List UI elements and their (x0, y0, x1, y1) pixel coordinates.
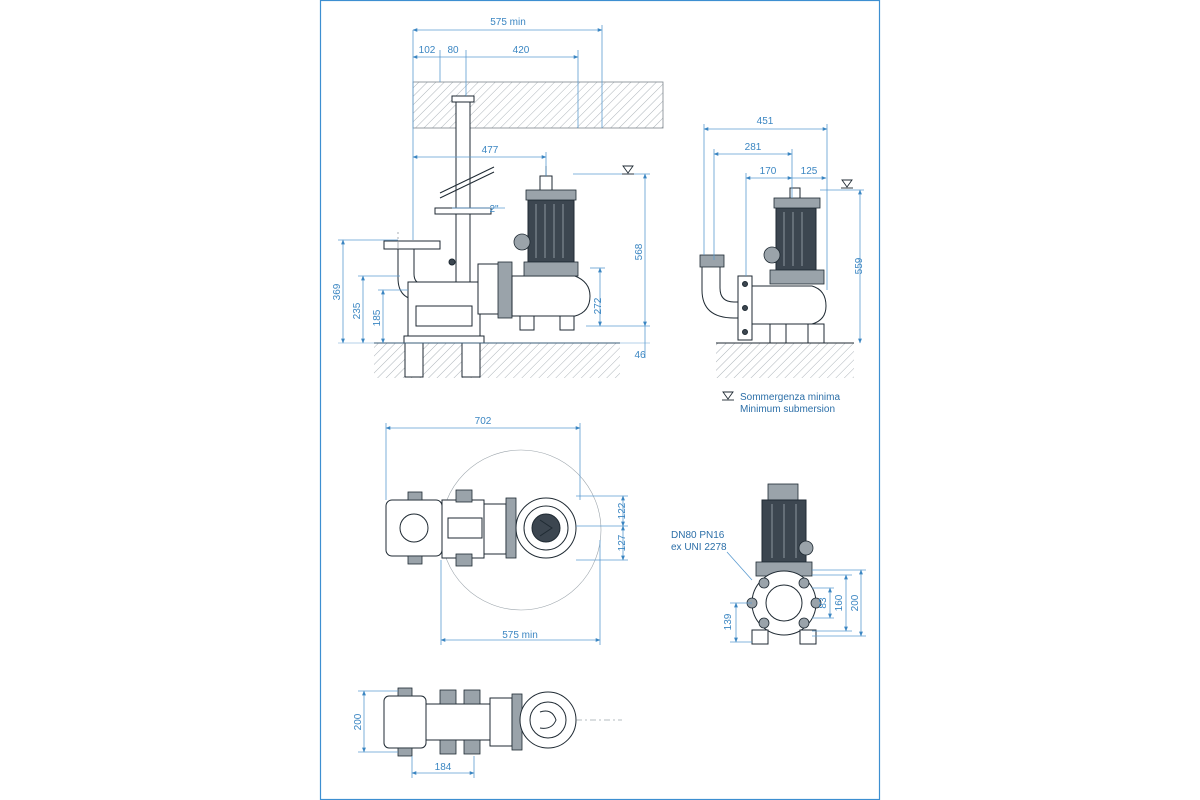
dim-125: 125 (801, 166, 818, 177)
bottom-view: 200 184 (353, 687, 622, 778)
dim-420: 420 (513, 45, 530, 56)
dim-160: 160 (834, 594, 845, 611)
dim-575-min-plan: 575 min (502, 630, 538, 641)
dim-281: 281 (745, 142, 762, 153)
dim-200: 200 (850, 594, 861, 611)
plan-view: 702 122 127 575 min (385, 416, 628, 645)
pump-motor (527, 199, 575, 263)
submersion-marker-side (622, 165, 634, 174)
dim-272: 272 (593, 297, 604, 314)
dim-170: 170 (760, 166, 777, 177)
legend-submersion-icon (722, 391, 734, 400)
flange-spec-line-1: DN80 PN16 (671, 530, 725, 541)
front-view: 451 281 170 125 559 (699, 116, 865, 378)
dim-127: 127 (617, 534, 628, 551)
bottom-flange (383, 695, 427, 749)
dim-200-bottom: 200 (353, 713, 364, 730)
dim-184: 184 (435, 762, 452, 773)
submersion-legend: Sommergenza minima Minimum submersion (722, 391, 840, 415)
dim-83: 83 (818, 597, 829, 609)
dim-46: 46 (634, 350, 646, 361)
dim-575-min-top: 575 min (490, 17, 526, 28)
ceiling-slab (412, 81, 664, 129)
dim-702: 702 (475, 416, 492, 427)
flange-spec-line-2: ex UNI 2278 (671, 542, 727, 553)
front-discharge-bend (701, 261, 739, 319)
dim-139: 139 (723, 613, 734, 630)
flange-view: DN80 PN16 ex UNI 2278 139 83 160 200 (671, 483, 866, 645)
dim-559: 559 (854, 257, 865, 274)
dim-2-inch: 2" (489, 204, 499, 215)
dim-477: 477 (482, 145, 499, 156)
front-motor (775, 207, 817, 271)
dim-80: 80 (447, 45, 459, 56)
legend-line-2: Minimum submersion (740, 404, 835, 415)
dim-235: 235 (352, 302, 363, 319)
dim-102: 102 (419, 45, 436, 56)
dim-451: 451 (757, 116, 774, 127)
legend-line-1: Sommergenza minima (740, 392, 840, 403)
dim-122: 122 (617, 502, 628, 519)
front-floor (716, 343, 854, 378)
submersion-marker-front (841, 179, 853, 188)
guide-pipe (455, 97, 471, 294)
dim-185: 185 (372, 309, 383, 326)
dim-369: 369 (332, 283, 343, 300)
pump-volute (511, 275, 591, 317)
side-view: 575 min 102 80 420 477 2" 568 369 235 18… (332, 17, 664, 378)
dim-568: 568 (634, 243, 645, 260)
